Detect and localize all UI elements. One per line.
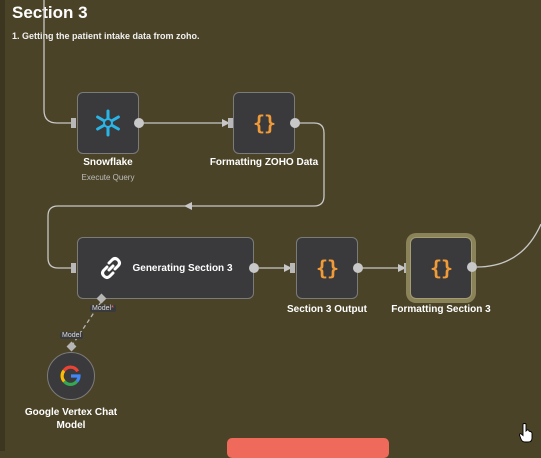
section3-output-output-port[interactable]	[353, 263, 363, 273]
generating-section-3-label: Generating Section 3	[132, 262, 233, 274]
sticky-note-edge	[0, 0, 5, 451]
execute-workflow-button[interactable]	[227, 438, 389, 458]
snowflake-node[interactable]	[77, 92, 139, 154]
model-input-label: Model*	[90, 305, 116, 312]
formatting-zoho-output-port[interactable]	[290, 118, 300, 128]
snowflake-input-port[interactable]	[71, 118, 76, 128]
formatting-section3-output-port[interactable]	[467, 262, 477, 272]
formatting-zoho-data-node[interactable]: {}	[233, 92, 295, 154]
outgoing-connection	[476, 223, 541, 268]
formatting-section-3-node[interactable]: {}	[410, 237, 472, 299]
link-chain-icon	[101, 257, 122, 279]
google-vertex-chat-model-label-line1: Google Vertex Chat	[24, 407, 118, 418]
generating-section3-input-port[interactable]	[71, 263, 76, 273]
generating-section-3-node[interactable]: Generating Section 3	[77, 237, 254, 299]
code-braces-icon: {}	[252, 111, 276, 135]
formatting-zoho-input-port[interactable]	[228, 118, 233, 128]
section-description: 1. Getting the patient intake data from …	[12, 31, 200, 41]
model-output-label: Model	[60, 332, 84, 339]
hand-cursor-icon	[519, 423, 533, 443]
code-braces-icon: {}	[429, 256, 453, 280]
section3-output-input-port[interactable]	[290, 263, 295, 273]
section-3-output-node[interactable]: {}	[296, 237, 358, 299]
arrowhead	[398, 264, 406, 272]
code-braces-icon: {}	[315, 256, 339, 280]
incoming-connection	[43, 0, 72, 124]
snowflake-output-port[interactable]	[134, 118, 144, 128]
formatting-zoho-data-label: Formatting ZOHO Data	[209, 157, 319, 168]
snowflake-label: Snowflake	[83, 157, 133, 168]
generating-section3-output-port[interactable]	[249, 263, 259, 273]
section-title: Section 3	[12, 3, 88, 22]
google-g-icon	[60, 365, 81, 386]
formatting-section-3-label: Formatting Section 3	[391, 304, 491, 315]
formatting-section3-input-port[interactable]	[404, 263, 409, 273]
midline-arrowhead	[184, 202, 192, 210]
snowflake-icon	[96, 109, 120, 137]
snowflake-sublabel: Execute Query	[81, 173, 135, 182]
arrowhead	[284, 264, 292, 272]
google-vertex-chat-model-label-line2: Model	[56, 420, 86, 431]
arrowhead	[222, 119, 230, 127]
google-vertex-chat-model-node[interactable]	[47, 352, 95, 400]
section-3-output-label: Section 3 Output	[287, 304, 367, 315]
